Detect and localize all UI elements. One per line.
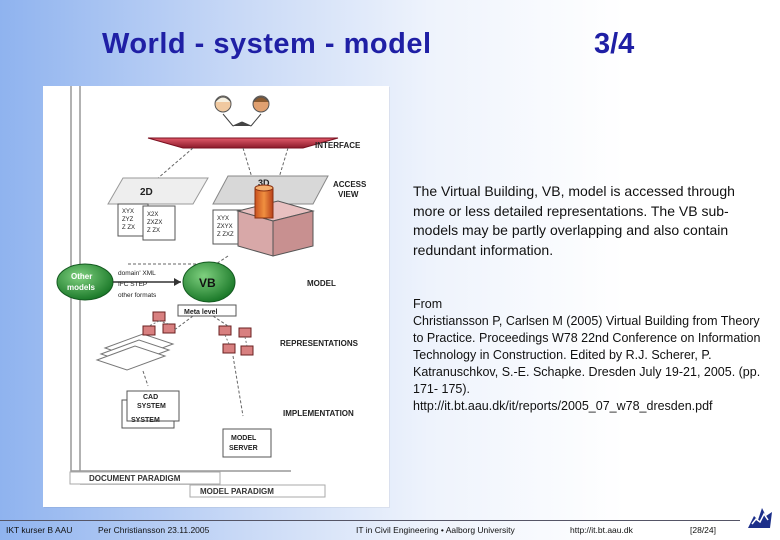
model-label: MODEL: [307, 279, 336, 288]
vb-node: [182, 261, 236, 303]
user-left-icon: [214, 95, 232, 113]
representation-sheets: [95, 333, 175, 371]
representation-cubes-left: [142, 311, 176, 336]
description-text: The Virtual Building, VB, model is acces…: [413, 183, 735, 258]
cad-label-2: SYSTEM: [137, 403, 166, 410]
format-xml: domain' XML: [118, 270, 156, 277]
model-paradigm-label: MODEL PARADIGM: [200, 487, 274, 496]
user-right-icon: [252, 95, 270, 113]
access-view-label-1: ACCESS: [333, 180, 367, 189]
university-logo-icon: [748, 508, 772, 528]
meta-level-box: [177, 304, 237, 317]
footer-divider: [0, 520, 740, 521]
interface-label: INTERFACE: [315, 141, 361, 150]
building-3d-model: [236, 184, 315, 257]
footer-slide-counter: [28/24]: [690, 525, 716, 535]
implementation-label: IMPLEMENTATION: [283, 409, 354, 418]
cad-system-box: [126, 390, 180, 422]
svg-text:ZXZX: ZXZX: [147, 220, 162, 226]
document-2d-b: X2X ZXZX Z ZX: [142, 205, 176, 241]
world-system-model-diagram: DOCUMENT PARADIGM MODEL PARADIGM INTERFA…: [43, 86, 389, 507]
representation-cubes-right: [218, 325, 254, 356]
label-2d: 2D: [140, 187, 153, 198]
format-ifc: IFC STEP: [118, 281, 147, 288]
label-3d: 3D: [258, 178, 270, 188]
reference-block: From Christiansson P, Carlsen M (2005) V…: [413, 296, 763, 415]
svg-text:XYX: XYX: [122, 209, 134, 215]
svg-text:ZYZ: ZYZ: [122, 217, 134, 223]
meta-level-label: Meta level: [184, 309, 218, 316]
other-models-label-1: Other: [71, 272, 92, 281]
footer-course: IKT kurser B AAU: [6, 525, 73, 535]
reference-intro: From: [413, 297, 443, 311]
document-paradigm-box: [69, 471, 221, 485]
other-models-node: [56, 263, 114, 301]
access-view-label-2: VIEW: [338, 190, 359, 199]
footer-institution: IT in Civil Engineering • Aalborg Univer…: [356, 525, 515, 535]
model-server-label-2: SERVER: [229, 445, 258, 452]
svg-text:XYX: XYX: [217, 216, 229, 222]
slide-page-number: 3/4: [594, 28, 635, 60]
slide-title: World - system - model: [102, 28, 432, 60]
model-paradigm-box: [189, 484, 326, 498]
model-server-box: [222, 428, 272, 458]
access-plane-2d: [107, 177, 209, 205]
footer-url[interactable]: http://it.bt.aau.dk: [570, 525, 633, 535]
cad-label-3: SYSTEM: [131, 417, 160, 424]
svg-text:ZXYX: ZXYX: [217, 224, 233, 230]
svg-text:Z ZXZ: Z ZXZ: [217, 232, 234, 238]
footer-author-date: Per Christiansson 23.11.2005: [98, 525, 210, 535]
svg-text:Z ZX: Z ZX: [147, 228, 160, 234]
reference-citation: Christiansson P, Carlsen M (2005) Virtua…: [413, 314, 761, 413]
interface-disc: [147, 137, 339, 149]
representations-label: REPRESENTATIONS: [280, 339, 359, 348]
svg-text:Z ZX: Z ZX: [122, 225, 135, 231]
model-server-label-1: MODEL: [231, 435, 257, 442]
document-paradigm-label: DOCUMENT PARADIGM: [89, 474, 181, 483]
cad-label-1: CAD: [143, 394, 158, 401]
format-other: other formats: [118, 292, 157, 299]
svg-text:X2X: X2X: [147, 212, 158, 218]
other-models-label-2: models: [67, 283, 96, 292]
vb-label: VB: [199, 276, 216, 290]
